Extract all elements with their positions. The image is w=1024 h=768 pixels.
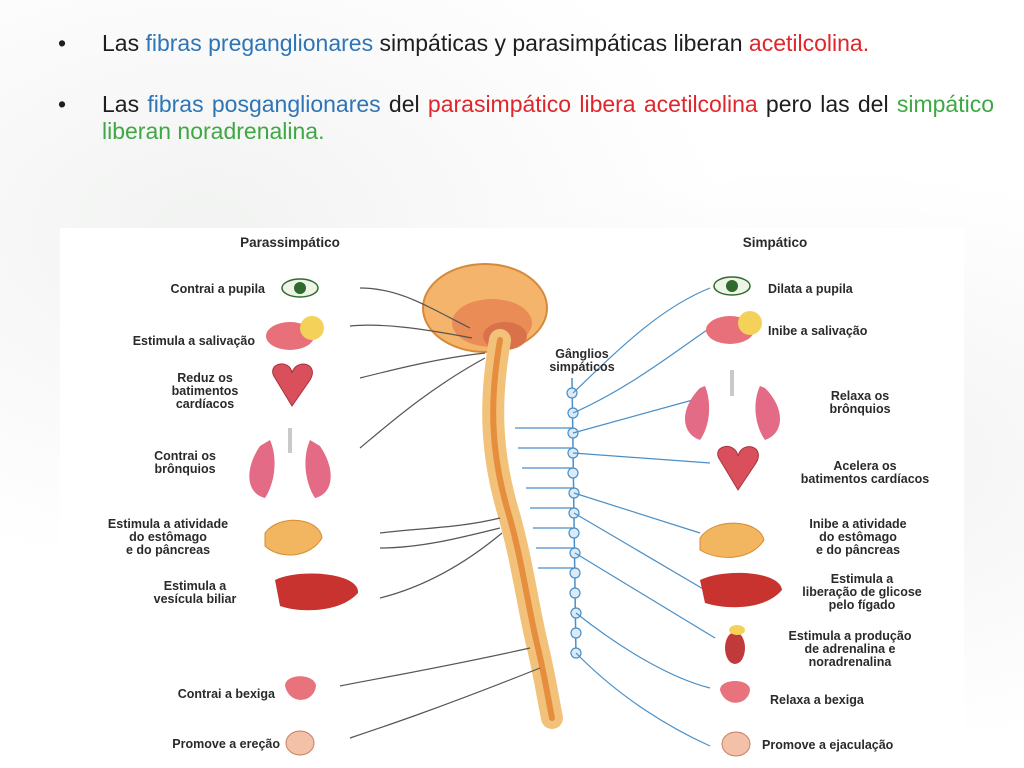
para-label-bronchi: Contrai os brônquios (154, 449, 216, 476)
symp-label-ejaculation: Promove a ejaculação (762, 738, 894, 752)
bullet-2-seg-2: fibras posganglionares (147, 91, 381, 117)
left-gallbladder-liver-icon (275, 573, 359, 611)
right-genital-icon (721, 731, 751, 757)
bullet-dot: • (58, 30, 67, 56)
para-label-pupil: Contrai a pupila (170, 282, 265, 296)
bullet-2-seg-3: del (380, 91, 428, 117)
symp-label-pupil: Dilata a pupila (768, 282, 853, 296)
right-eye-icon (713, 276, 751, 296)
sympathetic-nerves (515, 287, 716, 747)
para-label-stomach: Estimula a atividade do estômago e do pâ… (107, 517, 229, 557)
sympathetic-title: Simpático (742, 235, 808, 250)
symp-label-glucose: Estimula a liberação de glicose pelo fíg… (802, 572, 922, 612)
bullet-2-seg-5: pero las del (757, 91, 897, 117)
para-label-heart: Reduz os batimentos cardíacos (171, 371, 239, 411)
bullet-list: • Las fibras preganglionares simpáticas … (58, 30, 994, 179)
bullet-1-seg-2: fibras preganglionares (145, 30, 374, 56)
para-label-bladder: Contrai a bexiga (177, 687, 275, 701)
right-liver-icon (700, 572, 782, 608)
symp-label-bladder: Relaxa a bexiga (770, 693, 864, 707)
right-heart-icon (717, 446, 759, 491)
sympathetic-ganglia-label: Gânglios simpáticos (549, 347, 615, 374)
bullet-item-2: • Las fibras posganglionares del parasim… (58, 91, 994, 145)
symp-label-stomach: Inibe a atividade do estômago e do pâncr… (809, 517, 907, 557)
parasympathetic-title: Parassimpático (240, 235, 340, 250)
symp-label-salivation: Inibe a salivação (768, 324, 868, 338)
bullet-2-seg-6: simpático liberan noradrenalina. (102, 91, 994, 144)
symp-label-adrenaline: Estimula a produção de adrenalina e nora… (788, 629, 912, 669)
bullet-item-1: • Las fibras preganglionares simpáticas … (58, 30, 994, 57)
bullet-dot: • (58, 91, 67, 117)
para-label-gallbladder: Estimula a vesícula biliar (153, 579, 237, 606)
left-heart-icon (272, 363, 313, 407)
spinal-cord-core (490, 337, 555, 721)
brain-icon (422, 263, 548, 353)
left-stomach-icon (264, 519, 323, 556)
para-label-salivation: Estimula a salivação (132, 334, 255, 348)
left-salivary-gland-icon (266, 316, 324, 350)
left-genital-icon (285, 730, 315, 756)
bullet-1-seg-1: Las (102, 30, 146, 56)
diagram-drawing (249, 263, 782, 757)
left-eye-icon (281, 278, 319, 298)
left-lungs-icon (249, 428, 331, 498)
right-stomach-icon (699, 522, 765, 558)
symp-label-bronchi: Relaxa os brônquios (829, 389, 891, 416)
bullet-1-seg-3: simpáticas y parasimpáticas liberan (373, 30, 749, 56)
right-salivary-gland-icon (706, 311, 762, 344)
bullet-2-seg-1: Las (102, 91, 148, 117)
bullet-2-seg-4: parasimpático libera acetilcolina (427, 91, 758, 117)
right-lungs-icon (685, 370, 780, 440)
parasympathetic-nerves (339, 287, 541, 739)
bullet-1-seg-4: acetilcolina. (748, 30, 870, 56)
nervous-system-diagram: Parassimpático Simpático Gânglios simpát… (60, 228, 964, 768)
para-label-erection: Promove a ereção (172, 737, 280, 751)
right-kidney-adrenal-icon (725, 625, 745, 664)
right-bladder-icon (720, 681, 750, 703)
symp-label-heart: Acelera os batimentos cardíacos (800, 459, 930, 486)
left-bladder-icon (285, 676, 316, 700)
